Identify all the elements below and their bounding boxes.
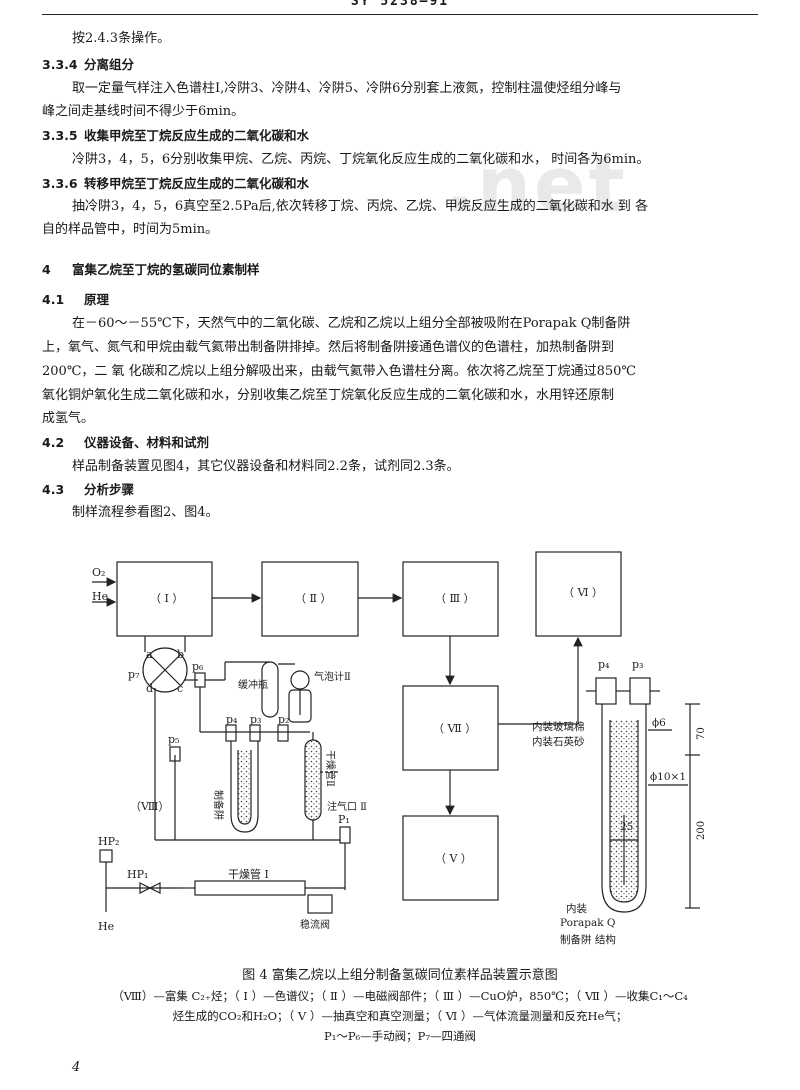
section-heading-3-3-6: 3.3.6 转移甲烷至丁烷反应生成的二氧化碳和水 bbox=[42, 176, 309, 192]
text-line: 取一定量气样注入色谱柱I,冷阱3、冷阱4、冷阱5、冷阱6分别套上液氮，控制柱温使… bbox=[72, 81, 622, 96]
label-buffer-bottle: 缓冲瓶 bbox=[238, 678, 268, 691]
label-dim-70: 70 bbox=[696, 727, 707, 740]
label-port-d: d bbox=[146, 682, 153, 695]
section-title: 原理 bbox=[84, 292, 110, 307]
section-heading-3-3-5: 3.3.5 收集甲烷至丁烷反应生成的二氧化碳和水 bbox=[42, 128, 309, 144]
section-number: 4 bbox=[42, 262, 51, 277]
label-p4: p₄ bbox=[226, 713, 238, 726]
label-hp1: HP₁ bbox=[127, 868, 148, 881]
label-box-vii: （ Ⅶ ） bbox=[433, 722, 476, 735]
label-hp2: HP₂ bbox=[98, 835, 119, 848]
page-number: 4 bbox=[72, 1060, 81, 1075]
figure-legend-line: P₁～P₆—手动阀；P₇—四通阀 bbox=[323, 1029, 477, 1043]
label-injection-port: 注气口 Ⅱ bbox=[327, 800, 367, 813]
label-o2: O₂ bbox=[92, 566, 105, 579]
figure-caption: 图 4 富集乙烷以上组分制备氢碳同位素样品装置示意图 bbox=[242, 968, 558, 983]
label-p5: p₅ bbox=[168, 733, 179, 746]
section-number: 3.3.4 bbox=[42, 57, 78, 72]
section-title: 收集甲烷至丁烷反应生成的二氧化碳和水 bbox=[84, 128, 310, 143]
label-drying-tube-ii: 干燥管Ⅱ bbox=[324, 750, 337, 787]
label-box-ii: （ Ⅱ ） bbox=[295, 592, 331, 605]
label-inner-3: 制备阱 结构 bbox=[560, 933, 616, 946]
standard-number-header: SY 5238—91 bbox=[350, 0, 450, 9]
label-p2: p₂ bbox=[278, 713, 289, 726]
box-vi-flow-measurement bbox=[535, 551, 622, 637]
section-title: 转移甲烷至丁烷反应生成的二氧化碳和水 bbox=[84, 176, 310, 191]
section-title: 仪器设备、材料和试剂 bbox=[84, 435, 210, 450]
label-glass-wool: 内装玻璃棉 bbox=[532, 720, 585, 733]
section-heading-4-3: 4.3 分析步骤 bbox=[42, 482, 134, 498]
text-line: 按2.4.3条操作。 bbox=[72, 31, 171, 46]
section-heading-4: 4 富集乙烷至丁烷的氢碳同位素制样 bbox=[42, 262, 260, 278]
label-p7: p₇ bbox=[128, 668, 140, 681]
label-he-bottom: He bbox=[98, 920, 114, 933]
label-inner-2: Porapak Q bbox=[560, 917, 616, 929]
apparatus-diagram: O₂ He （ I ） （ Ⅱ ） （ Ⅲ ） （ Ⅵ ） （ Ⅶ ） （ Ⅴ … bbox=[92, 551, 707, 946]
text-line: 成氢气。 bbox=[42, 411, 95, 426]
section-heading-4-1: 4.1 原理 bbox=[42, 292, 109, 308]
section-title: 富集乙烷至丁烷的氢碳同位素制样 bbox=[72, 262, 260, 277]
text-line: 抽冷阱3，4，5，6真空至2.5Pa后,依次转移丁烷、丙烷、乙烷、甲烷反应生成的… bbox=[72, 199, 649, 214]
label-box-vi: （ Ⅵ ） bbox=[563, 586, 603, 599]
text-line: 峰之间走基线时间不得少于6min。 bbox=[42, 104, 245, 119]
watermark: .net bbox=[445, 140, 628, 229]
text-line: 冷阱3，4，5，6分别收集甲烷、乙烷、丙烷、丁烷氧化反应生成的二氧化碳和水， 时… bbox=[72, 152, 650, 167]
text-line: 氧化铜炉氧化生成二氧化碳和水，分别收集乙烷至丁烷氧化反应生成的二氧化碳和水，水用… bbox=[42, 388, 615, 403]
label-he-input: He bbox=[92, 590, 108, 603]
header-rule bbox=[42, 14, 758, 15]
label-inner-1: 内装 bbox=[566, 902, 587, 915]
label-bubbler: 气泡计Ⅱ bbox=[314, 670, 351, 683]
section-title: 分析步骤 bbox=[84, 482, 135, 497]
box-i-chromatograph bbox=[116, 561, 213, 637]
label-dim-phi6: ϕ6 bbox=[652, 717, 666, 729]
figure-legend-line: （Ⅷ）—富集 C₂₊烃；（ I ）—色谱仪；（ Ⅱ ）—电磁阀部件；（ Ⅲ ）—… bbox=[112, 989, 688, 1003]
label-dim-200: 200 bbox=[696, 821, 707, 840]
label-box-v: （ Ⅴ ） bbox=[435, 852, 472, 865]
label-port-b: b bbox=[177, 648, 184, 661]
box-ii-solenoid-valves bbox=[261, 561, 359, 637]
section-number: 4.1 bbox=[42, 292, 65, 307]
text-line: 200℃，二 氧 化碳和乙烷以上组分解吸出来，由载气氦带入色谱柱分离。依次将乙烷… bbox=[42, 364, 636, 379]
label-box-i: （ I ） bbox=[150, 592, 183, 605]
text-line: 在－60～－55℃下，天然气中的二氧化碳、乙烷和乙烷以上组分全部被吸附在Pora… bbox=[72, 316, 631, 331]
label-p3: p₃ bbox=[250, 713, 261, 726]
section-number: 4.2 bbox=[42, 435, 65, 450]
figure-legend-line: 烃生成的CO₂和H₂O；（ Ⅴ ）—抽真空和真空测量；（ Ⅵ ）—气体流量测量和… bbox=[172, 1009, 628, 1023]
label-p1: P₁ bbox=[338, 813, 350, 826]
section-title: 分离组分 bbox=[84, 57, 135, 72]
label-port-c: c bbox=[177, 682, 183, 695]
label-quartz-sand: 内装石英砂 bbox=[532, 735, 585, 748]
text-line: 上，氧气、氮气和甲烷由载气氦带出制备阱排掉。然后将制备阱接通色谱仪的色谱柱，加热… bbox=[42, 340, 615, 355]
text-line: 制样流程参看图2、图4。 bbox=[72, 505, 219, 520]
section-number: 3.3.6 bbox=[42, 176, 78, 191]
label-dim-25: 25 bbox=[620, 821, 633, 833]
label-box-iii: （ Ⅲ ） bbox=[435, 592, 475, 605]
label-trap-p3: p₃ bbox=[632, 658, 643, 671]
text-line: 自的样品管中，时间为5min。 bbox=[42, 222, 219, 237]
label-flow-stabilizer: 稳流阀 bbox=[300, 918, 330, 931]
section-heading-3-3-4: 3.3.4 分离组分 bbox=[42, 57, 134, 73]
label-port-a: a bbox=[146, 648, 153, 661]
section-number: 4.3 bbox=[42, 482, 65, 497]
section-number: 3.3.5 bbox=[42, 128, 78, 143]
section-heading-4-2: 4.2 仪器设备、材料和试剂 bbox=[42, 435, 209, 451]
text-line: 样品制备装置见图4，其它仪器设备和材料同2.2条，试剂同2.3条。 bbox=[72, 459, 460, 474]
label-box-viii: （Ⅷ） bbox=[130, 800, 169, 813]
box-v-vacuum bbox=[402, 815, 499, 901]
label-dim-phi10: ϕ10×1 bbox=[650, 771, 686, 783]
label-p6: p₆ bbox=[192, 660, 204, 673]
label-trap-p4: p₄ bbox=[598, 658, 610, 671]
label-drying-tube-i: 干燥管 Ⅰ bbox=[228, 867, 269, 881]
label-trap: 制备阱 bbox=[212, 790, 225, 820]
